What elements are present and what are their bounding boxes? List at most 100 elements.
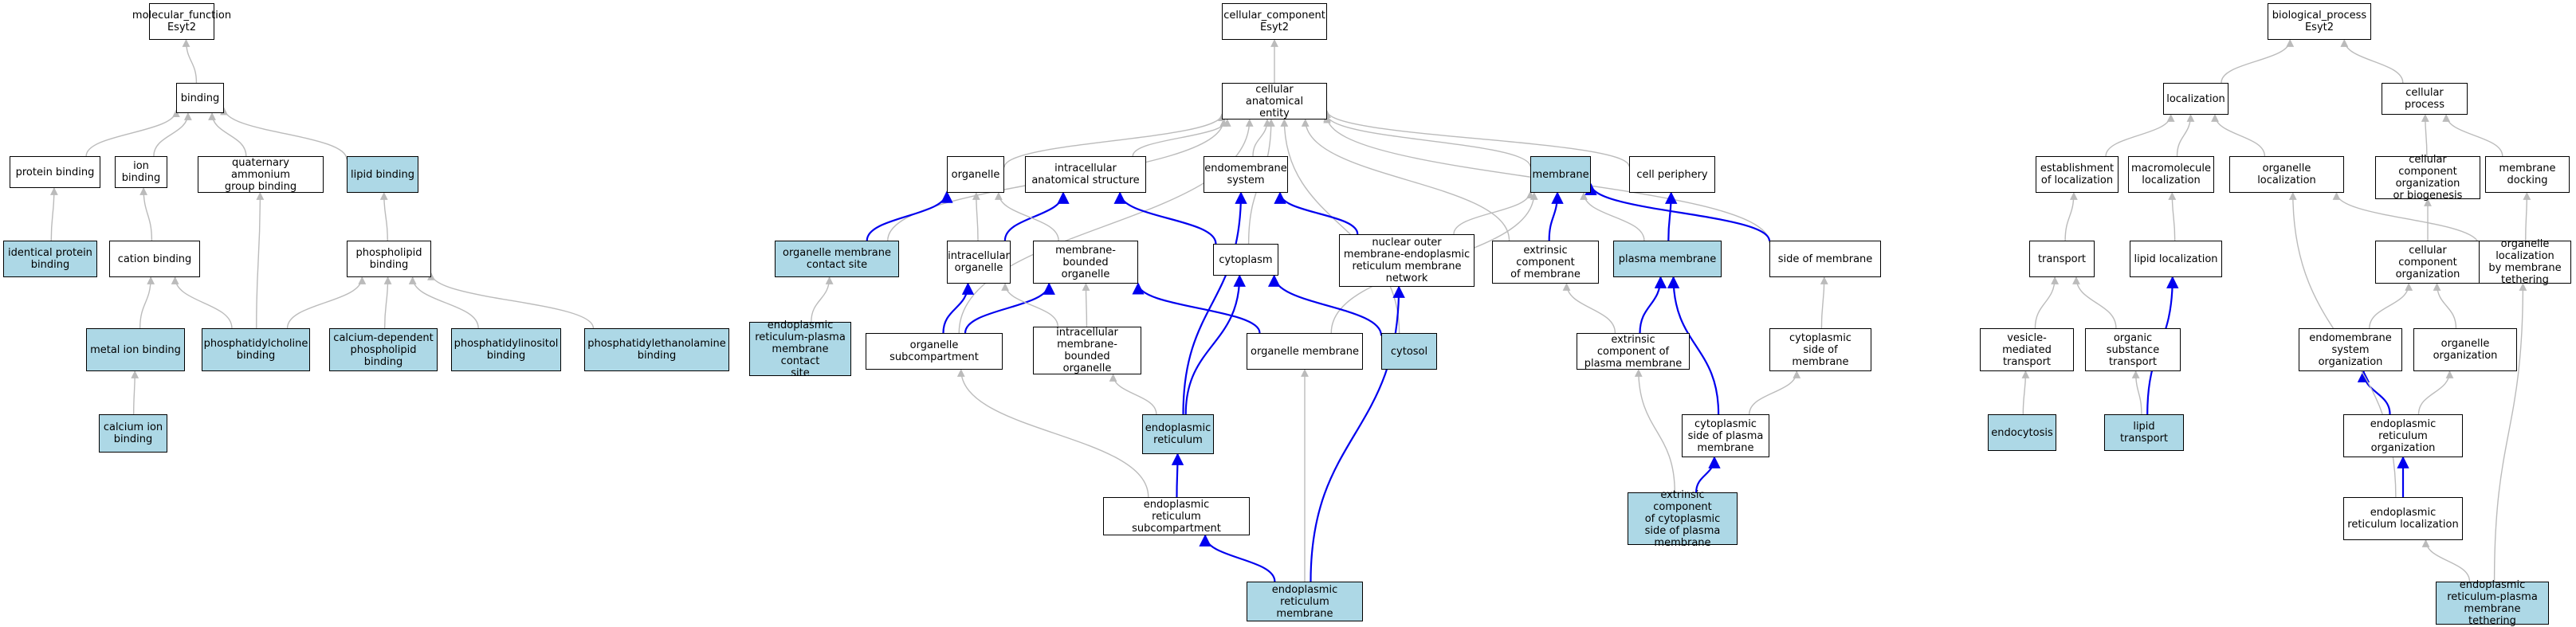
- node-qa-binding[interactable]: quaternary ammonium group binding: [198, 156, 324, 193]
- node-cyto-side-pm[interactable]: cytoplasmic side of plasma membrane: [1682, 414, 1769, 457]
- edge-is_a-cation_binding-to-ion_binding: [139, 187, 153, 241]
- node-ccob[interactable]: cellular component organization or bioge…: [2375, 154, 2480, 202]
- node-mf[interactable]: molecular_function Esyt2: [132, 3, 231, 40]
- node-side-membrane[interactable]: side of membrane: [1769, 241, 1881, 277]
- node-cytosol[interactable]: cytosol: [1381, 333, 1437, 370]
- node-binding[interactable]: binding: [176, 83, 224, 113]
- node-lipid-transport[interactable]: lipid transport: [2104, 414, 2184, 451]
- edge-part_of-er_membrane-to-er_subcomp: [1199, 534, 1276, 582]
- node-er-pm-contact[interactable]: endoplasmic reticulum-plasma membrane co…: [749, 319, 851, 379]
- edge-is_a-endomem_org-to-cc_org: [2369, 283, 2413, 329]
- edge-part_of-er-to-endomembrane: [1182, 191, 1247, 415]
- node-er-localization[interactable]: endoplasmic reticulum localization: [2343, 497, 2463, 540]
- node-pc-binding[interactable]: phosphatidylcholine binding: [202, 328, 310, 371]
- edge-is_a-pe_binding-to-phospholipid_binding: [427, 272, 595, 329]
- node-cytoplasm[interactable]: cytoplasm: [1213, 244, 1278, 276]
- edge-is_a-ic_organelle-to-organelle: [972, 192, 980, 241]
- node-ca-pl-binding[interactable]: calcium-dependent phospholipid binding: [329, 328, 438, 371]
- node-membrane[interactable]: membrane: [1530, 156, 1591, 193]
- node-ion-binding[interactable]: ion binding: [115, 156, 167, 188]
- node-er-subcomp[interactable]: endoplasmic reticulum subcompartment: [1103, 497, 1250, 535]
- edge-part_of-er_subcomp-to-er: [1171, 453, 1184, 498]
- node-org-loc-tether[interactable]: organelle localization by membrane tethe…: [2479, 238, 2571, 286]
- node-plasma-membrane[interactable]: plasma membrane: [1613, 241, 1722, 277]
- node-protein-binding[interactable]: protein binding: [10, 156, 100, 188]
- edge-is_a-organelle-to-cae: [1003, 113, 1226, 168]
- edge-is_a-membrane-to-cae: [1323, 113, 1531, 167]
- node-pe-binding[interactable]: phosphatidylethanolamine binding: [584, 328, 729, 371]
- node-vesicle-transport[interactable]: vesicle-mediated transport: [1980, 328, 2074, 371]
- edge-is_a-org_loc_tether-to-org_localization: [2332, 192, 2480, 245]
- node-metal-ion[interactable]: metal ion binding: [86, 328, 185, 371]
- node-endomembrane[interactable]: endomembrane system: [1204, 156, 1288, 193]
- edge-is_a-er_pm_contact-to-omcs: [811, 276, 834, 323]
- node-bp[interactable]: biological_process Esyt2: [2268, 3, 2371, 40]
- edge-is_a-ic_mb_organelle-to-ic_organelle: [1001, 283, 1058, 327]
- node-organic-transport[interactable]: organic substance transport: [2085, 328, 2181, 371]
- edge-is_a-pi_binding-to-phospholipid_binding: [408, 276, 479, 329]
- node-mb-organelle[interactable]: membrane-bounded organelle: [1033, 241, 1138, 284]
- node-er-membrane[interactable]: endoplasmic reticulum membrane: [1247, 582, 1363, 621]
- node-lipid-binding[interactable]: lipid binding: [347, 156, 418, 193]
- node-nuclear-outer[interactable]: nuclear outer membrane-endoplasmic retic…: [1339, 234, 1475, 287]
- node-ic-mb-organelle[interactable]: intracellular membrane-bounded organelle: [1033, 327, 1141, 374]
- node-cell-periphery[interactable]: cell periphery: [1629, 156, 1715, 193]
- node-transport[interactable]: transport: [2029, 241, 2095, 277]
- edge-is_a-cellular_process-to-bp: [2340, 39, 2404, 84]
- edge-is_a-endocytosis-to-vesicle_transport: [2021, 370, 2030, 415]
- edge-is_a-pc_binding-to-phospholipid_binding: [286, 276, 367, 329]
- node-est-localization[interactable]: establishment of localization: [2036, 156, 2119, 193]
- node-organelle[interactable]: organelle: [947, 156, 1004, 193]
- edge-part_of-er_org-to-endomem_org: [2357, 370, 2391, 415]
- node-cc[interactable]: cellular_component Esyt2: [1222, 3, 1327, 40]
- edge-is_a-pc_binding-to-qa_binding: [256, 192, 265, 329]
- node-identical-protein[interactable]: identical protein binding: [3, 241, 97, 277]
- node-cellular-process[interactable]: cellular process: [2382, 83, 2468, 115]
- edge-part_of-org_subcomp-to-mb_organelle: [964, 282, 1055, 334]
- node-extrinsic-membrane[interactable]: extrinsic component of membrane: [1492, 241, 1599, 284]
- edge-part_of-nuclear_outer-to-endomembrane: [1274, 191, 1359, 235]
- edge-part_of-ic_organelle-to-ic_struct: [1003, 191, 1070, 241]
- edge-is_a-cyto_side_pm-to-cyto_side_membrane: [1749, 370, 1801, 415]
- edge-is_a-nuclear_outer-to-membrane: [1453, 190, 1534, 235]
- node-er[interactable]: endoplasmic reticulum: [1142, 414, 1214, 454]
- node-organelle-org[interactable]: organelle organization: [2413, 328, 2517, 371]
- node-org-membrane[interactable]: organelle membrane: [1247, 333, 1363, 370]
- node-cae[interactable]: cellular anatomical entity: [1222, 83, 1327, 120]
- edge-part_of-omcs-to-organelle: [866, 190, 953, 241]
- node-er-pm-tether[interactable]: endoplasmic reticulum-plasma membrane te…: [2436, 579, 2549, 627]
- node-cc-org[interactable]: cellular component organization: [2375, 241, 2480, 284]
- node-pi-binding[interactable]: phosphatidylinositol binding: [451, 328, 561, 371]
- edge-is_a-extrinsic_pm-to-extrinsic_membrane: [1562, 283, 1616, 334]
- edge-is_a-er_pm_tether-to-er_localization: [2421, 539, 2471, 582]
- edge-is_a-macro_localization-to-localization: [2176, 114, 2195, 157]
- node-er-org[interactable]: endoplasmic reticulum organization: [2343, 414, 2463, 457]
- node-org-localization[interactable]: organelle localization: [2229, 156, 2344, 193]
- edge-is_a-er_pm_tether-to-org_loc_tether: [2493, 283, 2527, 582]
- node-endocytosis[interactable]: endocytosis: [1988, 414, 2056, 451]
- edge-part_of-side_membrane-to-membrane: [1584, 182, 1771, 241]
- node-cation-binding[interactable]: cation binding: [109, 241, 200, 277]
- node-ic-struct[interactable]: intracellular anatomical structure: [1025, 156, 1146, 193]
- edge-is_a-cell_periphery-to-cae: [1323, 110, 1630, 167]
- edge-is_a-extrinsic_cyto_pm-to-extrinsic_pm: [1634, 369, 1675, 493]
- edge-is_a-binding-to-mf: [182, 39, 198, 84]
- node-calcium-ion[interactable]: calcium ion binding: [99, 414, 167, 453]
- node-cyto-side-membrane[interactable]: cytoplasmic side of membrane: [1769, 328, 1871, 371]
- edge-is_a-lipid_binding-to-binding: [220, 107, 348, 160]
- node-phospholipid-binding[interactable]: phospholipid binding: [347, 241, 431, 277]
- edge-is_a-protein_binding-to-binding: [85, 109, 180, 157]
- node-org-subcomp[interactable]: organelle subcompartment: [866, 333, 1003, 370]
- edge-is_a-pc_binding-to-cation_binding: [171, 276, 233, 329]
- node-localization[interactable]: localization: [2163, 83, 2228, 115]
- node-endomem-org[interactable]: endomembrane system organization: [2299, 328, 2402, 371]
- node-membrane-docking[interactable]: membrane docking: [2485, 156, 2570, 193]
- edge-is_a-lipid_transport-to-organic_transport: [2131, 370, 2142, 415]
- node-omcs[interactable]: organelle membrane contact site: [775, 241, 899, 277]
- node-ic-organelle[interactable]: intracellular organelle: [947, 241, 1011, 284]
- node-lipid-localization[interactable]: lipid localization: [2130, 241, 2222, 277]
- node-extrinsic-pm[interactable]: extrinsic component of plasma membrane: [1577, 333, 1690, 370]
- node-extrinsic-cyto-pm[interactable]: extrinsic component of cytoplasmic side …: [1628, 489, 1738, 549]
- edge-is_a-est_localization-to-localization: [2105, 114, 2175, 157]
- node-macro-localization[interactable]: macromolecule localization: [2128, 156, 2214, 193]
